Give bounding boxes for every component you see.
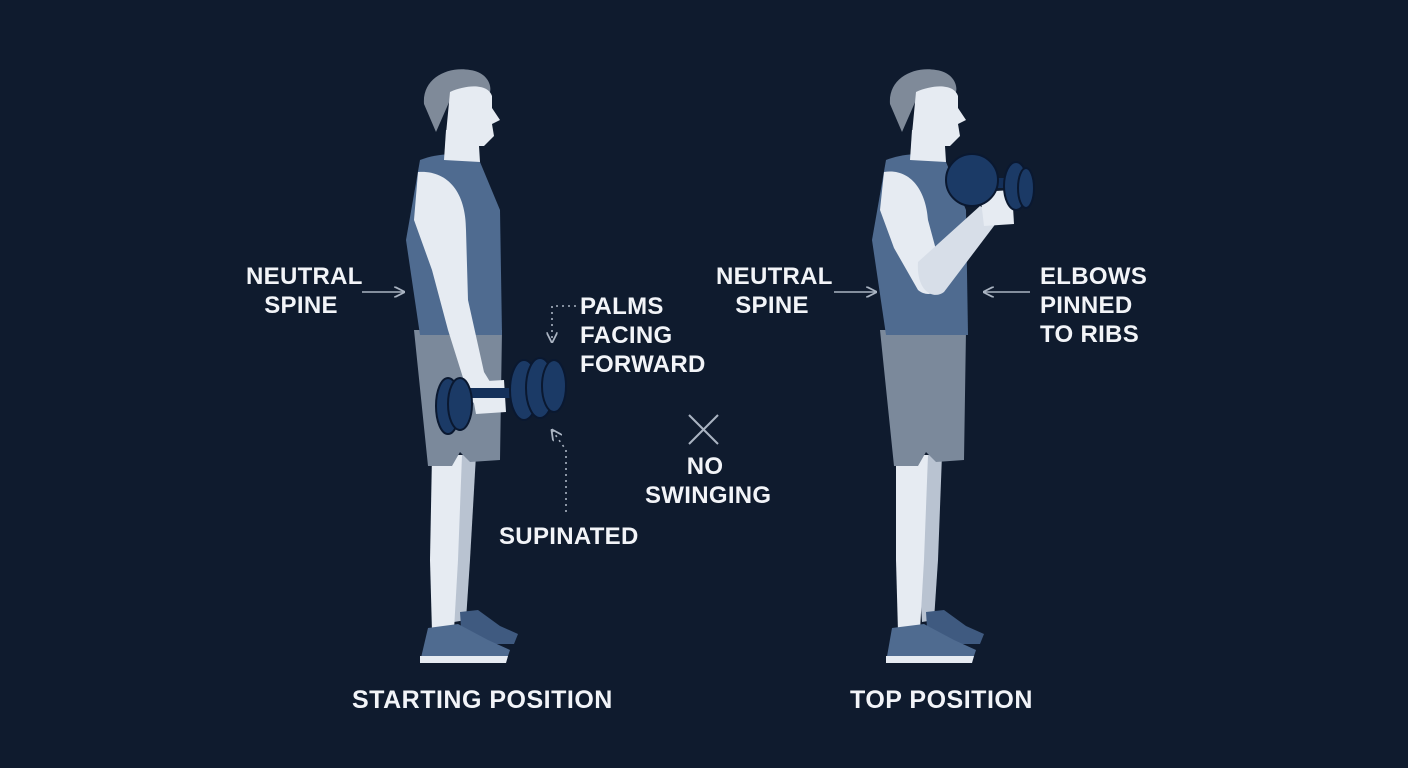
front-shoe	[420, 624, 510, 662]
caption-starting-position: STARTING POSITION	[352, 686, 613, 714]
caption-top-position: TOP POSITION	[850, 686, 1033, 714]
label-no-swinging: NO SWINGING	[645, 452, 772, 510]
label-line: PINNED	[1040, 292, 1133, 319]
label-line: SPINE	[264, 292, 338, 319]
label-supinated: SUPINATED	[499, 523, 639, 550]
label-line: PALMS	[580, 293, 664, 320]
label-neutral-spine-left: NEUTRAL SPINE	[246, 262, 363, 320]
arm	[414, 171, 500, 412]
front-leg	[430, 455, 462, 632]
front-leg	[896, 455, 928, 632]
label-line: NEUTRAL	[246, 263, 363, 290]
face	[912, 86, 966, 146]
label-line: TO RIBS	[1040, 321, 1140, 348]
label-line: NEUTRAL	[716, 263, 833, 290]
dumbbell	[435, 357, 567, 435]
figure-top-position	[872, 69, 1035, 663]
x-icon	[688, 414, 719, 445]
figure-starting-position	[406, 69, 567, 663]
label-line: ELBOWS	[1040, 263, 1148, 290]
label-line: FACING	[580, 322, 673, 349]
label-line: FORWARD	[580, 351, 706, 378]
front-shoe	[886, 624, 976, 662]
label-line: NO	[686, 453, 724, 480]
forearm	[917, 206, 1000, 295]
label-palms-facing-forward: PALMS FACING FORWARD	[580, 292, 706, 379]
arrow-icon	[552, 305, 576, 342]
head-hair	[889, 69, 957, 132]
face	[446, 86, 500, 146]
head-hair	[423, 69, 491, 132]
shorts	[880, 330, 966, 466]
shoe-sole	[886, 656, 974, 663]
arrow-icon	[552, 430, 567, 512]
shoe-sole	[420, 656, 508, 663]
label-line: SWINGING	[645, 482, 772, 509]
label-line: SPINE	[735, 292, 809, 319]
label-neutral-spine-right: NEUTRAL SPINE	[716, 262, 833, 320]
dumbbell	[945, 153, 1035, 211]
label-elbows-pinned: ELBOWS PINNED TO RIBS	[1040, 262, 1147, 349]
